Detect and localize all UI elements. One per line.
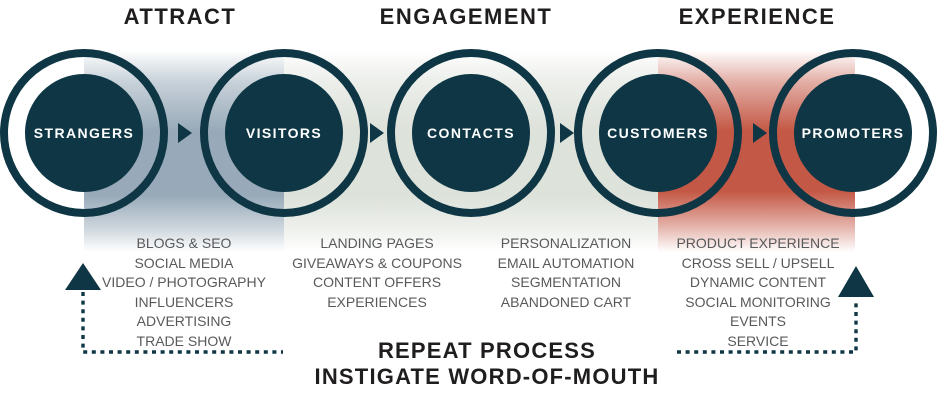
stage-label-strangers: STRANGERS bbox=[33, 125, 135, 141]
stage-ring-customers bbox=[574, 49, 742, 217]
list-item: SERVICE bbox=[727, 332, 789, 349]
up-arrowhead-icon bbox=[65, 263, 101, 290]
stage-ring-strangers bbox=[0, 49, 168, 217]
list-item: EXPERIENCES bbox=[327, 293, 427, 310]
list-item: BLOGS & SEO bbox=[136, 235, 232, 251]
stage-circle-promoters: PROMOTERS bbox=[794, 74, 912, 192]
list-item: PERSONALIZATION bbox=[500, 235, 632, 251]
engagement-tactics-list-right: PERSONALIZATION EMAIL AUTOMATION SEGMENT… bbox=[498, 234, 635, 312]
stage-label-promoters: PROMOTERS bbox=[801, 125, 905, 141]
list-item: LANDING PAGES bbox=[320, 235, 434, 251]
stage-label-contacts: CONTACTS bbox=[427, 125, 515, 141]
stage-label-customers: CUSTOMERS bbox=[607, 125, 709, 141]
attract-tactics-list: BLOGS & SEO SOCIAL MEDIA VIDEO / PHOTOGR… bbox=[102, 234, 266, 351]
list-item: GIVEAWAYS & COUPONS bbox=[292, 254, 462, 271]
stage-ring-contacts bbox=[387, 49, 555, 217]
list-item: SOCIAL MONITORING bbox=[685, 293, 831, 310]
flow-arrow-right-icon bbox=[370, 123, 384, 143]
stage-ring-promoters bbox=[769, 49, 937, 217]
list-item: PRODUCT EXPERIENCE bbox=[676, 235, 840, 251]
stage-circle-visitors: VISITORS bbox=[225, 74, 343, 192]
stage-circle-strangers: STRANGERS bbox=[25, 74, 143, 192]
list-item: SEGMENTATION bbox=[511, 274, 621, 290]
up-arrowhead-icon bbox=[838, 266, 874, 297]
list-item: SOCIAL MEDIA bbox=[134, 254, 234, 271]
list-item: EVENTS bbox=[729, 313, 787, 329]
experience-tactics-list: PRODUCT EXPERIENCE CROSS SELL / UPSELL D… bbox=[676, 234, 839, 351]
stage-ring-visitors bbox=[200, 49, 368, 217]
list-item: ADVERTISING bbox=[136, 313, 232, 329]
list-item: VIDEO / PHOTOGRAPHY bbox=[102, 274, 266, 290]
list-item: CONTENT OFFERS bbox=[312, 274, 442, 290]
list-item: EMAIL AUTOMATION bbox=[497, 254, 635, 271]
stage-label-visitors: VISITORS bbox=[245, 125, 323, 141]
stage-circle-contacts: CONTACTS bbox=[412, 74, 530, 192]
list-item: CROSS SELL / UPSELL bbox=[681, 254, 835, 271]
list-item: INFLUENCERS bbox=[134, 293, 234, 310]
repeat-process-caption: REPEAT PROCESS INSTIGATE WORD-OF-MOUTH bbox=[315, 338, 660, 390]
flow-arrow-right-icon bbox=[178, 123, 192, 143]
stage-circle-customers: CUSTOMERS bbox=[599, 74, 717, 192]
list-item: ABANDONED CART bbox=[500, 293, 632, 310]
phase-heading-engagement: ENGAGEMENT bbox=[379, 4, 553, 29]
repeat-process-line2: INSTIGATE WORD-OF-MOUTH bbox=[314, 364, 660, 389]
list-item: DYNAMIC CONTENT bbox=[689, 274, 827, 290]
flow-arrow-right-icon bbox=[753, 123, 767, 143]
flow-arrow-right-icon bbox=[560, 123, 574, 143]
repeat-process-line1: REPEAT PROCESS bbox=[377, 338, 597, 363]
phase-heading-attract: ATTRACT bbox=[123, 4, 237, 29]
phase-heading-experience: EXPERIENCE bbox=[678, 4, 836, 29]
list-item: TRADE SHOW bbox=[136, 332, 232, 349]
engagement-tactics-list-left: LANDING PAGES GIVEAWAYS & COUPONS CONTEN… bbox=[292, 234, 462, 312]
